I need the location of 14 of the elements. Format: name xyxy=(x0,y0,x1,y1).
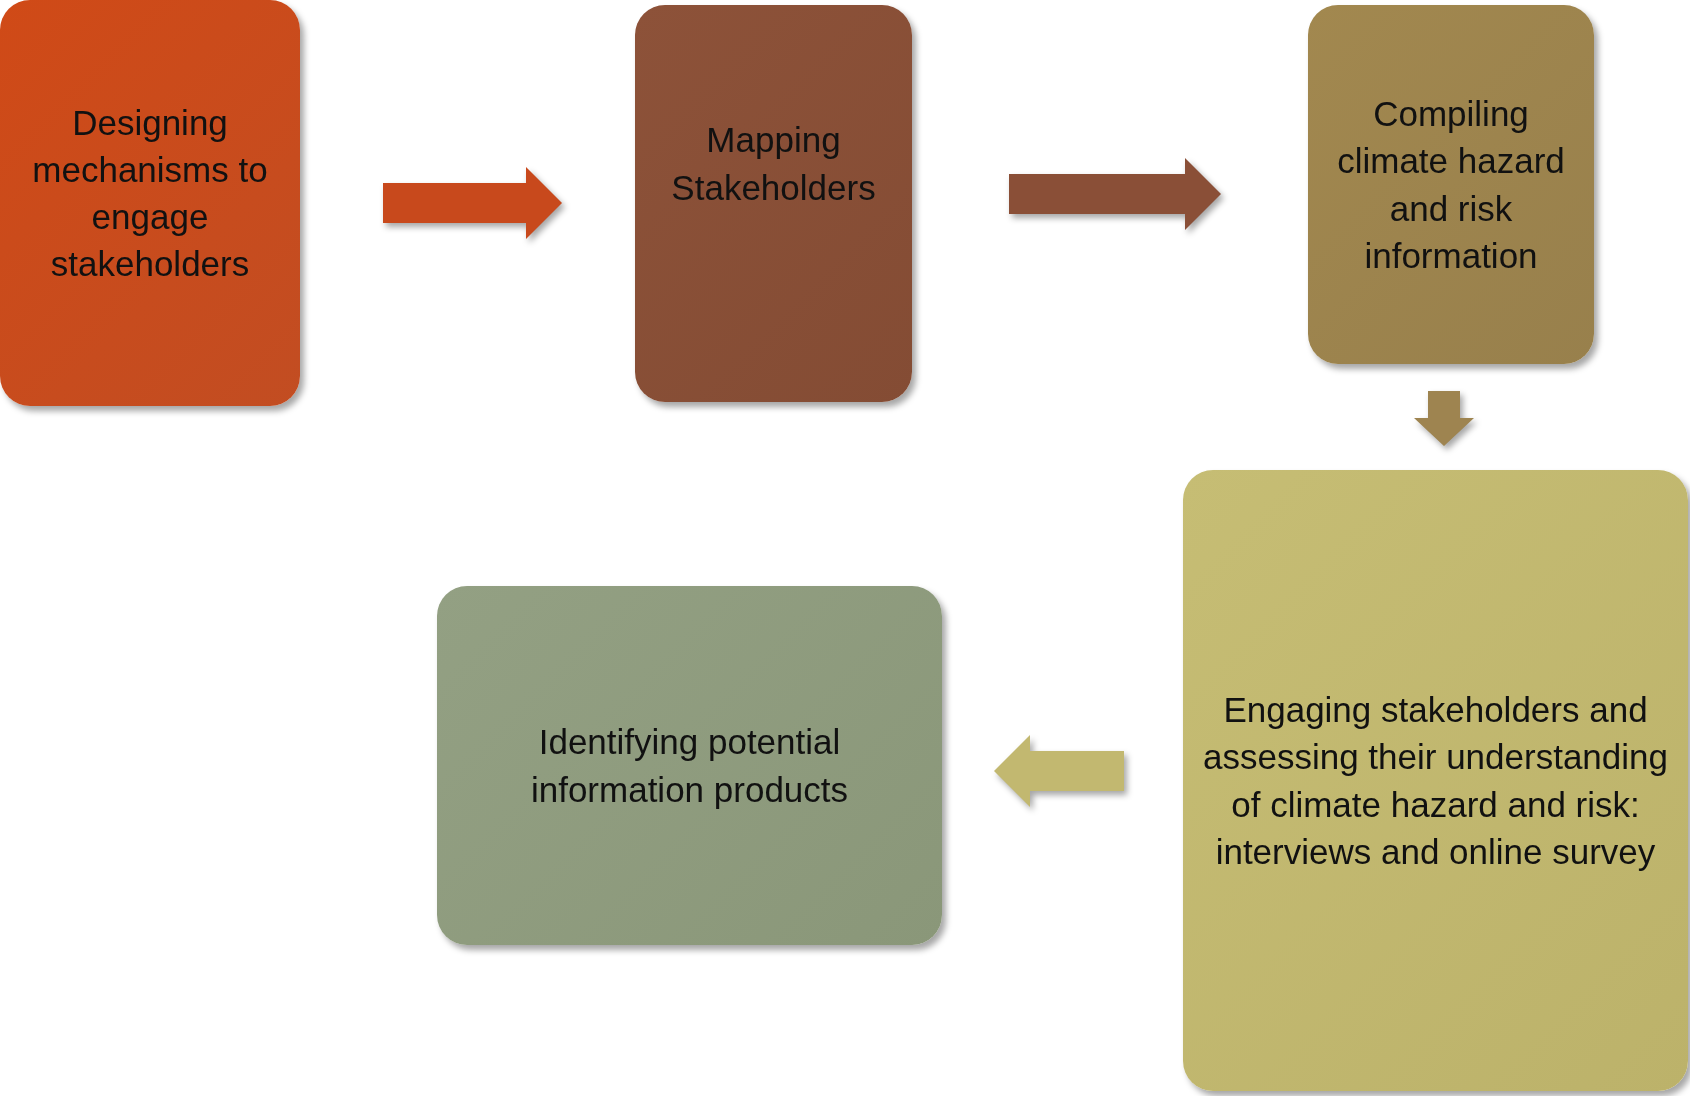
block-arrow xyxy=(1009,158,1221,230)
block-arrow xyxy=(383,167,562,239)
step-text: Identifying potential information products xyxy=(529,721,850,811)
step-text: Designing mechanisms to engage stakeholders xyxy=(31,101,269,286)
process-box xyxy=(437,586,942,945)
step-text: Mapping Stakeholders xyxy=(670,119,877,209)
process-box xyxy=(1308,5,1594,364)
step-text: Engaging stakeholders and assessing their understanding of climate hazard and risk: interviews and online survey xyxy=(1202,689,1669,873)
process-box xyxy=(635,5,912,402)
block-arrow xyxy=(994,735,1124,807)
step-text: Compiling climate hazard and risk information xyxy=(1336,93,1566,277)
process-box xyxy=(1183,470,1688,1091)
process-box xyxy=(0,0,300,406)
block-arrow xyxy=(1414,391,1474,446)
